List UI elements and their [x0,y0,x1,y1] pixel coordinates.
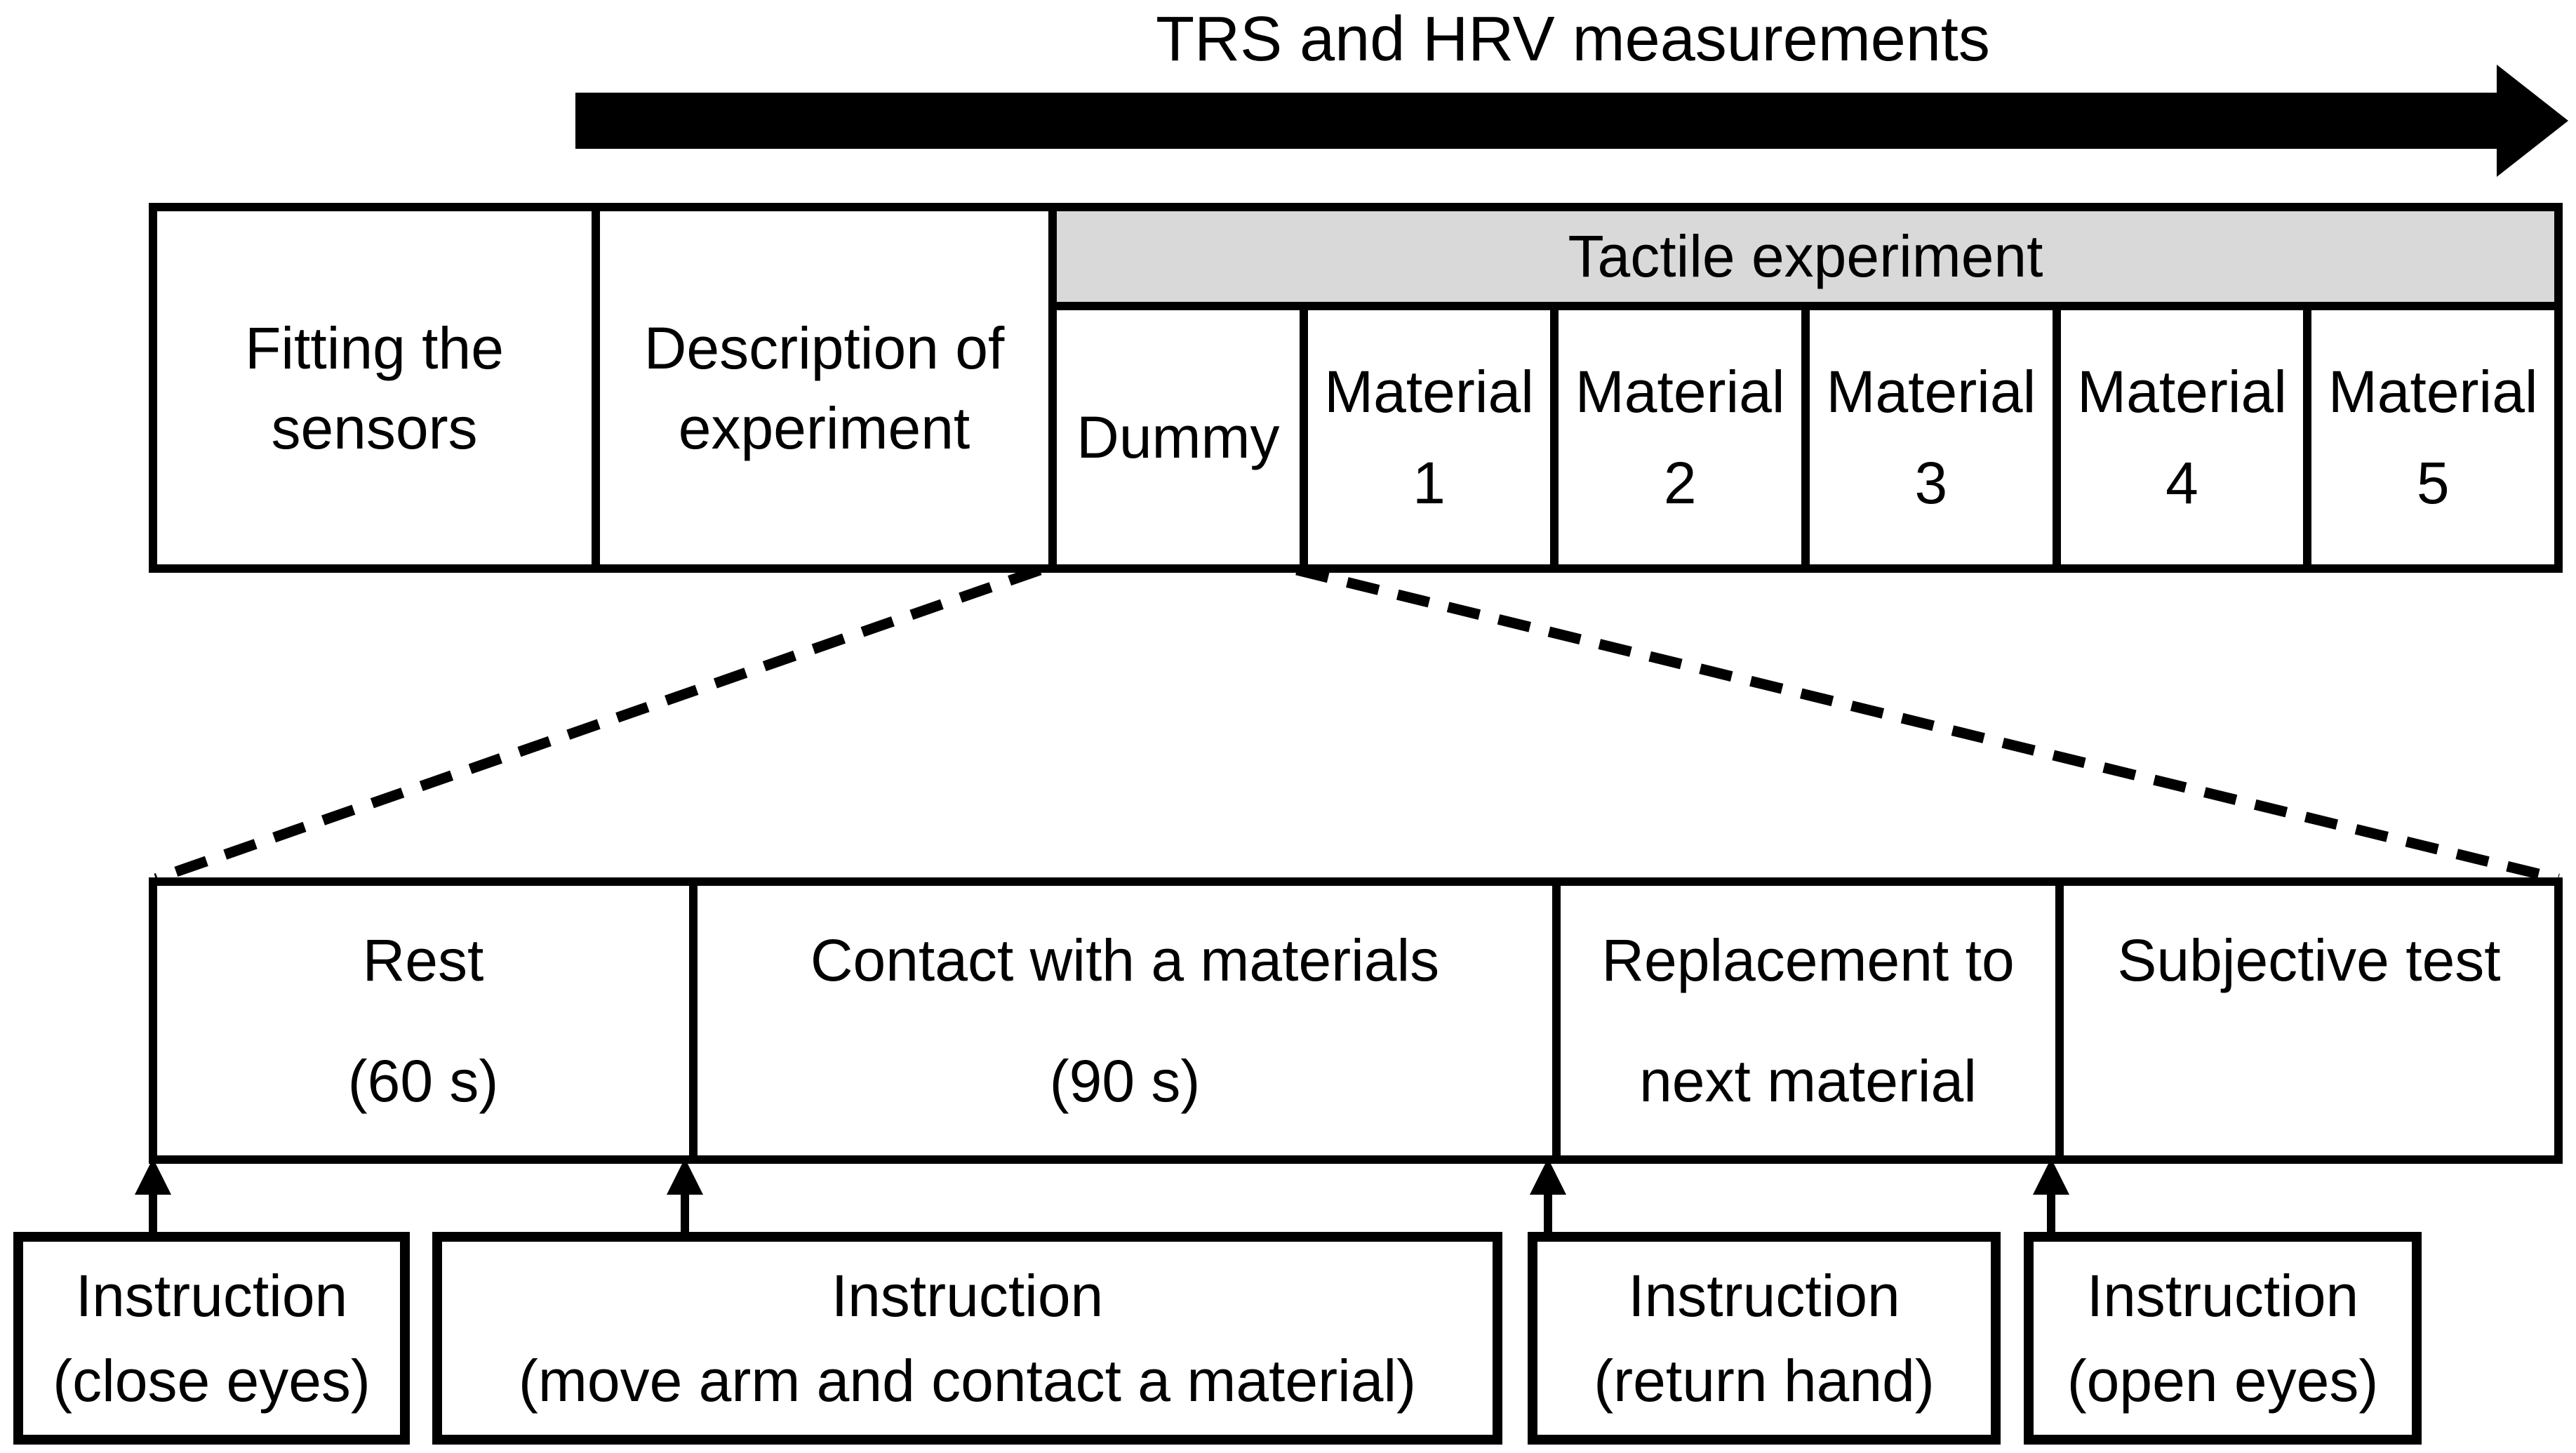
instruction-label-line: (close eyes) [53,1348,371,1414]
trial-label-line: Dummy [1076,404,1280,470]
instruction-label-line: (return hand) [1594,1348,1935,1414]
trial-label-line: Material [1826,359,2036,425]
stage-label-line: sensors [271,394,478,461]
detail-label-line: Rest [362,927,484,993]
instruction-label-line: Instruction [831,1263,1104,1329]
trial-cell-material-1: Material 1 [1299,310,1551,564]
tactile-trial-cells: Dummy Material 1 Material 2 Material 3 M… [1057,310,2554,564]
trial-label-line: Material [2328,359,2538,425]
stage-cell-fitting-sensors: Fitting the sensors [157,211,592,564]
trial-label-line: Material [1324,359,1534,425]
instruction-label-line: Instruction [75,1263,348,1329]
expansion-dashed-line-left-icon [154,564,1042,884]
trial-detail-row: Rest (60 s) Contact with a materials (90… [149,877,2563,1164]
detail-cell-contact: Contact with a materials (90 s) [689,886,1552,1155]
trial-label-line: Material [1575,359,1785,425]
detail-label-line: next material [1639,1048,1977,1114]
trial-cell-dummy: Dummy [1057,310,1300,564]
instruction-box-close-eyes: Instruction (close eyes) [13,1232,410,1445]
trial-cell-material-4: Material 4 [2052,310,2304,564]
up-arrow-icon-return-hand [1530,1158,1566,1234]
right-arrow-icon [575,65,2568,177]
trial-label-line: Material [2077,359,2287,425]
trial-cell-material-2: Material 2 [1550,310,1801,564]
detail-label-line: Contact with a materials [810,927,1440,993]
expansion-dashed-line-right-icon [1295,564,2560,884]
trial-label-line: 5 [2416,450,2450,516]
measurement-title: TRS and HRV measurements [1156,4,1990,74]
stage-timeline-row: Fitting the sensors Description of exper… [149,203,2563,573]
trial-cell-material-3: Material 3 [1801,310,2053,564]
detail-label-line: (90 s) [1049,1048,1201,1114]
instruction-label-line: (open eyes) [2067,1348,2379,1414]
detail-cell-subjective-test: Subjective test [2055,886,2554,1155]
instruction-box-move-arm: Instruction (move arm and contact a mate… [432,1232,1502,1445]
detail-cell-rest: Rest (60 s) [157,886,689,1155]
detail-label-line: Replacement to [1601,927,2015,993]
trial-label-line: 4 [2165,450,2198,516]
stage-label-line: Fitting the [245,314,504,381]
instruction-box-return-hand: Instruction (return hand) [1528,1232,2001,1445]
up-arrow-icon-close-eyes [135,1158,171,1234]
instruction-label-line: Instruction [2086,1263,2359,1329]
trial-label-line: 1 [1413,450,1446,516]
tactile-experiment-section: Tactile experiment Dummy Material 1 Mate… [1048,211,2554,564]
trial-cell-material-5: Material 5 [2303,310,2554,564]
detail-cell-replacement: Replacement to next material [1552,886,2055,1155]
instruction-label-line: (move arm and contact a material) [518,1348,1417,1414]
trial-label-line: 2 [1663,450,1697,516]
up-arrow-icon-open-eyes [2033,1158,2069,1234]
instruction-box-open-eyes: Instruction (open eyes) [2024,1232,2422,1445]
stage-label-line: experiment [678,394,970,461]
instruction-label-line: Instruction [1628,1263,1900,1329]
stage-label-line: Description of [643,314,1005,381]
detail-label-line: (60 s) [347,1048,499,1114]
trial-label-line: 3 [1914,450,1948,516]
detail-label-line: Subjective test [2117,927,2501,993]
tactile-experiment-header: Tactile experiment [1057,211,2554,310]
stage-cell-description: Description of experiment [592,211,1048,564]
up-arrow-icon-move-arm [667,1158,703,1234]
